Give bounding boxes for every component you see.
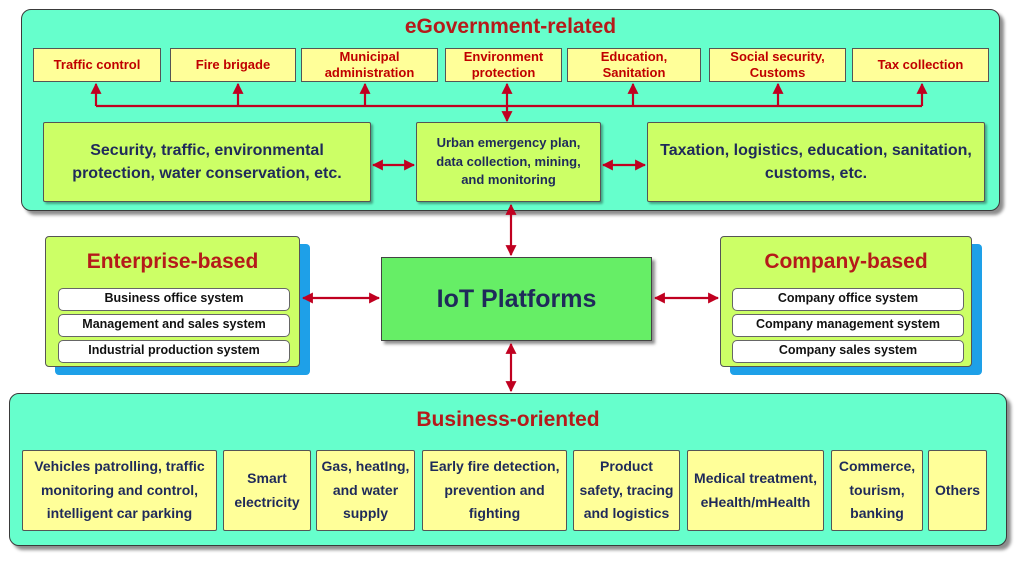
business-item-medical: Medical treatment, eHealth/mHealth [687, 450, 824, 531]
iot-platforms-box: IoT Platforms [381, 257, 652, 341]
business-item-product-safety: Product safety, tracing and logistics [573, 450, 680, 531]
business-item-commerce: Commerce, tourism, banking [831, 450, 923, 531]
service-education-sanitation: Education, Sanitation [567, 48, 701, 82]
enterprise-system-industrial-production: Industrial production system [58, 340, 290, 363]
business-item-others: Others [928, 450, 987, 531]
egov-left-block: Security, traffic, environmental protect… [43, 122, 371, 202]
service-social-security-customs: Social security, Customs [709, 48, 846, 82]
company-system-office: Company office system [732, 288, 964, 311]
egov-title: eGovernment-related [404, 15, 617, 38]
enterprise-panel: Enterprise-based Business office system … [45, 236, 300, 367]
egov-right-block: Taxation, logistics, education, sanitati… [647, 122, 985, 202]
service-municipal-administration: Municipal administration [301, 48, 438, 82]
egov-center-block: Urban emergency plan, data collection, m… [416, 122, 601, 202]
enterprise-system-management-sales: Management and sales system [58, 314, 290, 337]
service-environment-protection: Environment protection [445, 48, 562, 82]
company-system-sales: Company sales system [732, 340, 964, 363]
service-tax-collection: Tax collection [852, 48, 989, 82]
business-item-vehicles: Vehicles patrolling, traffic monitoring … [22, 450, 217, 531]
company-panel: Company-based Company office system Comp… [720, 236, 972, 367]
business-title: Business-oriented [416, 408, 600, 431]
enterprise-system-business-office: Business office system [58, 288, 290, 311]
company-system-management: Company management system [732, 314, 964, 337]
enterprise-title: Enterprise-based [86, 250, 259, 273]
service-fire-brigade: Fire brigade [170, 48, 296, 82]
service-traffic-control: Traffic control [33, 48, 161, 82]
business-item-gas-heating-water: Gas, heatIng, and water supply [316, 450, 415, 531]
company-title: Company-based [764, 250, 928, 273]
business-item-smart-electricity: Smart electricity [223, 450, 311, 531]
business-item-fire-detection: Early fire detection, prevention and fig… [422, 450, 567, 531]
